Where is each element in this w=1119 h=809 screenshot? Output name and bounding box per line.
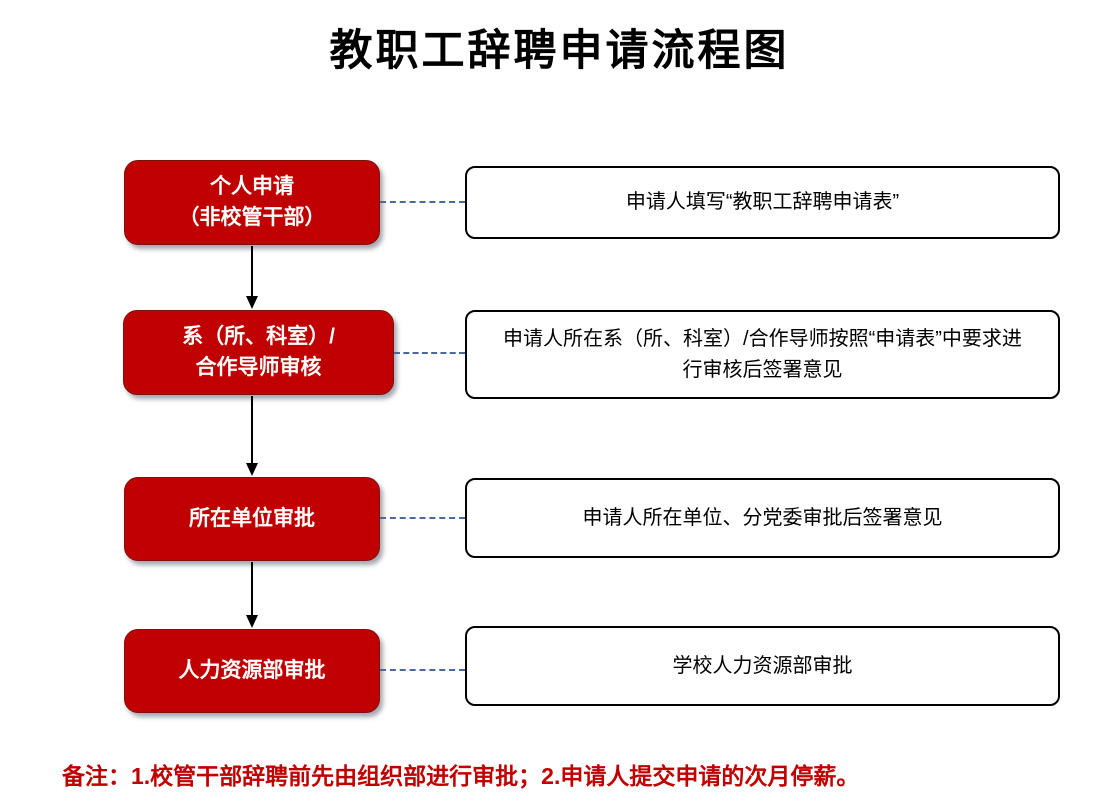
step-box-hr-approval: 人力资源部审批 (124, 629, 380, 713)
description-box-hr-approval: 学校人力资源部审批 (465, 626, 1060, 706)
step-box-personal-application: 个人申请 （非校管干部） (124, 160, 380, 245)
dashed-connector-3 (380, 517, 465, 519)
step-box-department-review: 系（所、科室）/ 合作导师审核 (123, 310, 394, 395)
description-box-personal-application: 申请人填写“教职工辞聘申请表” (465, 166, 1060, 239)
step-box-unit-approval: 所在单位审批 (124, 477, 380, 561)
arrow-down-icon-3 (246, 562, 258, 628)
dashed-connector-4 (380, 669, 465, 671)
dashed-connector-2 (394, 352, 465, 354)
note-text: 备注：1.校管干部辞聘前先由组织部进行审批；2.申请人提交申请的次月停薪。 (62, 763, 860, 789)
description-box-unit-approval: 申请人所在单位、分党委审批后签署意见 (465, 478, 1060, 558)
dashed-connector-1 (380, 201, 465, 203)
description-box-department-review: 申请人所在系（所、科室）/合作导师按照“申请表”中要求进行审核后签署意见 (465, 310, 1060, 399)
arrow-down-icon-2 (246, 396, 258, 476)
page-title: 教职工辞聘申请流程图 (329, 27, 790, 75)
arrow-down-icon-1 (246, 246, 258, 309)
